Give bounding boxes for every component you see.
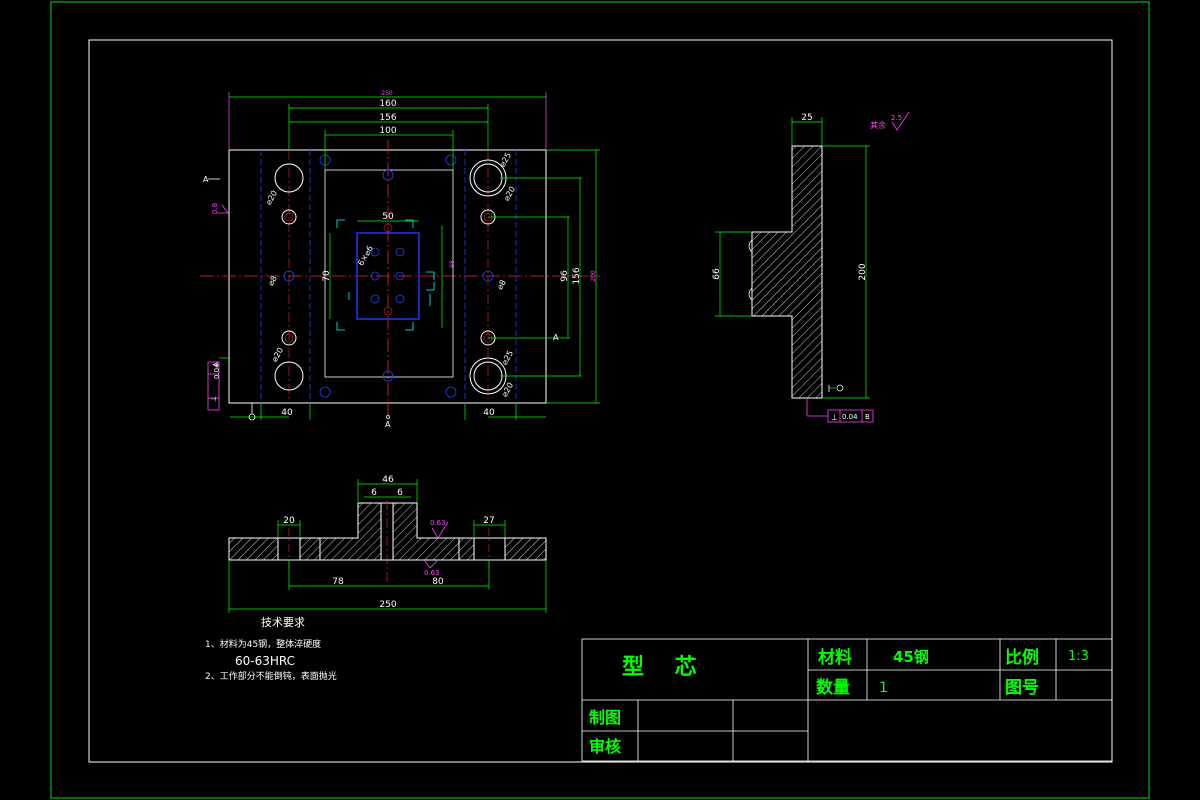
tol-a-datum: A	[212, 362, 220, 367]
dim-hole-d20-d: ⌀20	[500, 381, 515, 398]
dim-overall-height: 200	[590, 270, 597, 282]
side-roughness: 其余 2.5	[870, 111, 910, 131]
inner-frame	[88, 39, 1113, 763]
dim-overall-width: 250	[381, 90, 393, 97]
tech-note-1-value: 60-63HRC	[235, 654, 296, 668]
dim-pocket-inner: 50	[382, 212, 394, 222]
dim-pin-spacing: 156	[379, 113, 396, 123]
side-roughness-value: 2.5	[891, 114, 902, 122]
dim-hole-pitch-96: 96	[560, 270, 570, 282]
dim-bolt-spacing: 160	[379, 99, 396, 109]
quantity-value: 1	[879, 680, 888, 696]
drawn-label: 制图	[589, 708, 621, 727]
scale-value: 1:3	[1068, 649, 1089, 664]
front-view: 250 160 156 100 50 40 40 70 96 156 200 9…	[200, 90, 600, 429]
dim-pocket-height: 70	[322, 270, 332, 282]
sec-dim-overall-width: 250	[379, 600, 396, 610]
side-dim-thickness: 25	[801, 113, 812, 123]
tol-a-value: 0.04	[213, 363, 221, 379]
tol-b-datum: B	[865, 413, 870, 421]
side-roughness-label: 其余	[870, 120, 886, 130]
section-view: 46 6 6 20 27 78 80 250 0.63 0.63	[228, 475, 547, 613]
sec-dim-slot-right: 6	[397, 488, 403, 498]
section-a-right: A	[553, 333, 559, 342]
sec-dim-slot-left: 6	[371, 488, 377, 498]
sec-dim-top-width: 46	[382, 475, 394, 485]
title-block	[581, 638, 1113, 762]
dim-pocket-width: 100	[379, 126, 396, 136]
tol-b-value: 0.04	[842, 413, 858, 421]
sec-roughness-2: 0.63	[424, 569, 440, 577]
dim-left-edge: 40	[281, 408, 293, 418]
section-a-bottom: A	[385, 420, 391, 429]
tech-notes-heading: 技术要求	[261, 616, 305, 629]
dim-hole-d25-a: ⌀25	[498, 151, 513, 168]
tol-b-symbol: ⊥	[831, 413, 838, 422]
sec-dim-right-hole: 27	[483, 516, 494, 526]
side-dim-overall-height: 200	[858, 263, 868, 280]
dim-hole-pitch-156: 156	[572, 267, 582, 284]
dim-hole-d20-c: ⌀20	[270, 346, 285, 363]
tech-note-1: 1、材料为45钢，整体淬硬度	[205, 640, 322, 650]
checked-label: 审核	[589, 737, 621, 756]
outer-frame	[50, 1, 1150, 799]
dim-hole-d25-b: ⌀25	[500, 349, 515, 366]
roughness-left: 0.8	[211, 203, 219, 214]
side-dim-boss-height: 66	[712, 268, 722, 280]
quantity-label: 数量	[816, 677, 850, 698]
sec-dim-left-hole: 20	[283, 516, 295, 526]
material-label: 材料	[818, 647, 852, 668]
material-value: 45钢	[893, 648, 929, 666]
dim-hole-d8-a: ⌀8	[266, 274, 279, 287]
dim-right-edge: 40	[483, 408, 495, 418]
dim-hole-d8-b: ⌀8	[495, 278, 508, 291]
tol-a-symbol: ⊥	[210, 396, 218, 402]
dim-hole-d20-b: ⌀20	[502, 185, 517, 202]
dim-pocket-holes: 6×⌀6	[356, 244, 375, 267]
tolerance-box-a: ⊥ 0.04 A	[207, 361, 221, 411]
sec-dim-left-offset: 78	[332, 577, 344, 587]
side-view: 25 66 200 其余 2.5 ⊥ 0.04 B	[712, 111, 910, 423]
drawing-no-label: 图号	[1005, 678, 1039, 698]
dim-center-height: 98	[449, 260, 456, 268]
tolerance-box-b: ⊥ 0.04 B	[806, 398, 874, 423]
tech-notes: 技术要求 1、材料为45钢，整体淬硬度 60-63HRC 2、工作部分不能倒钝，…	[205, 615, 337, 685]
section-a-left: A	[203, 175, 209, 184]
sec-dim-right-offset: 80	[432, 577, 444, 587]
tech-note-2: 2、工作部分不能倒钝，表面抛光	[205, 672, 337, 682]
scale-label: 比例	[1005, 647, 1039, 668]
part-name: 型 芯	[622, 655, 697, 680]
dim-hole-d20-a: ⌀20	[264, 189, 279, 206]
sec-roughness-1: 0.63	[430, 519, 446, 527]
